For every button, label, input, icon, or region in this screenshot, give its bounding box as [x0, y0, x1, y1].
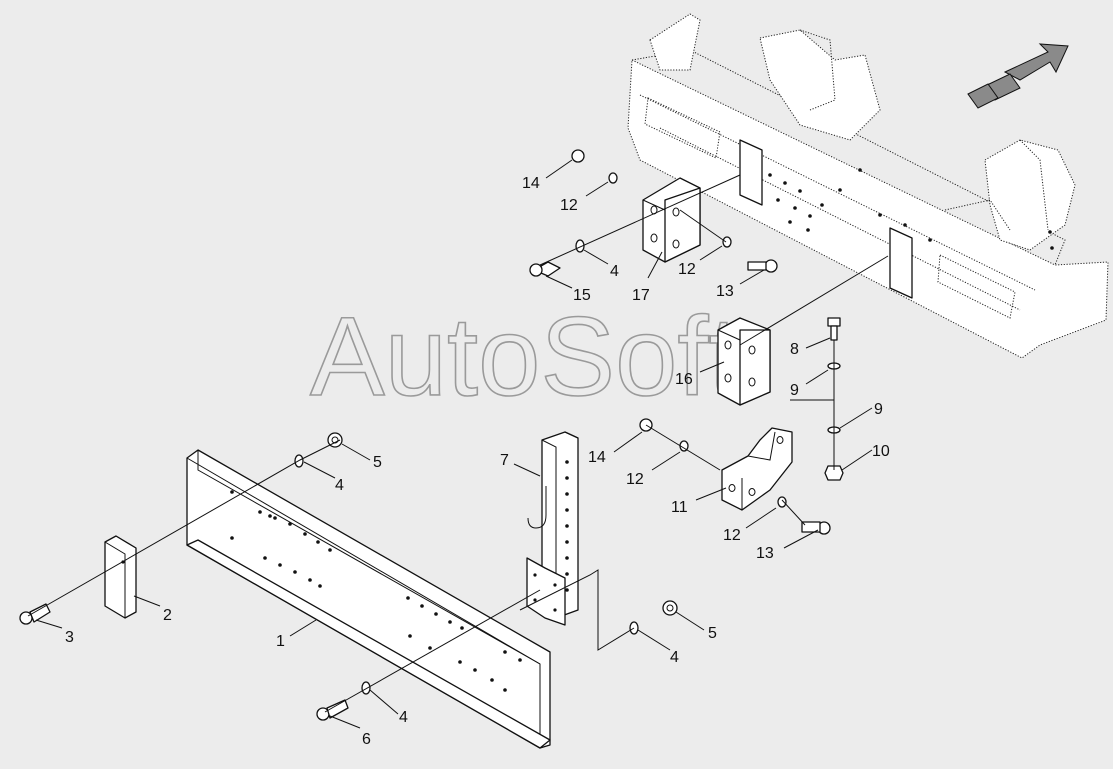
- callout-5-b: 5: [708, 625, 717, 642]
- watermark-text: AutoSoft: [310, 294, 740, 419]
- beam-1: [186, 449, 551, 749]
- callout-leaders: [35, 159, 873, 729]
- assembly-lines: [27, 174, 889, 713]
- callout-9-b: 9: [874, 401, 883, 418]
- callout-4-a: 4: [335, 477, 344, 494]
- spacer-2: [104, 535, 137, 619]
- callout-7: 7: [500, 452, 509, 469]
- bolt-3: [19, 603, 51, 625]
- bracket-16: [717, 317, 771, 406]
- callout-labels: 1 2 3 4 5 4 5 4 6 7 8 9 9 10 11 12 12 13…: [65, 175, 890, 748]
- callout-9-a: 9: [790, 382, 799, 399]
- callout-13-a: 13: [756, 545, 774, 562]
- callout-3: 3: [65, 629, 74, 646]
- callout-12-a: 12: [723, 527, 741, 544]
- callout-12-c: 12: [560, 197, 578, 214]
- callout-2: 2: [163, 607, 172, 624]
- forward-arrow-icon: [967, 43, 1069, 109]
- callout-14-b: 14: [522, 175, 540, 192]
- callout-12-d: 12: [678, 261, 696, 278]
- callout-8: 8: [790, 341, 799, 358]
- callout-6: 6: [362, 731, 371, 748]
- callout-14-a: 14: [588, 449, 606, 466]
- callout-4-c: 4: [399, 709, 408, 726]
- callout-16: 16: [675, 371, 693, 388]
- callout-17: 17: [632, 287, 650, 304]
- callout-11: 11: [671, 499, 688, 516]
- bracket-17: [642, 177, 701, 263]
- callout-1: 1: [276, 633, 285, 650]
- callout-5-a: 5: [373, 454, 382, 471]
- vehicle-frame: [627, 13, 1109, 359]
- callout-12-b: 12: [626, 471, 644, 488]
- callout-4-d: 4: [610, 263, 619, 280]
- fasteners: [19, 149, 844, 721]
- callout-15: 15: [573, 287, 591, 304]
- callout-13-b: 13: [716, 283, 734, 300]
- post-7: [526, 431, 579, 626]
- callout-10: 10: [872, 443, 890, 460]
- callout-4-b: 4: [670, 649, 679, 666]
- clamp-11: [721, 427, 793, 511]
